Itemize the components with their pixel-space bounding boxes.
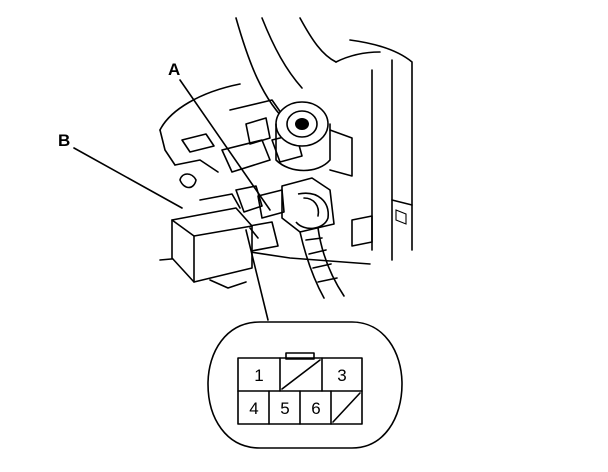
pin-number-1: 1	[254, 366, 263, 385]
pin-number-6: 6	[311, 399, 320, 418]
pin-number-4: 4	[249, 399, 258, 418]
callout-label-b: B	[58, 131, 70, 150]
component-b-illustration	[171, 193, 253, 289]
steering-column-illustration	[159, 17, 413, 299]
callout-leader-lines	[73, 79, 271, 321]
pin-number-5: 5	[280, 399, 289, 418]
blank-cavity-7	[332, 392, 361, 423]
blank-cavity-2	[281, 359, 321, 390]
connector-face-view: 1 3 4 5 6	[207, 321, 403, 449]
connector-outline	[207, 321, 403, 449]
callout-label-a: A	[168, 60, 180, 79]
connector-lock-tab	[285, 352, 315, 360]
pin-number-3: 3	[337, 366, 346, 385]
